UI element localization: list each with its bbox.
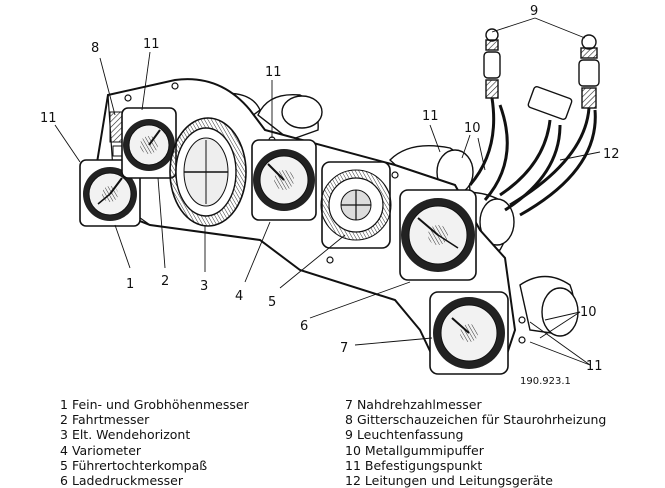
callout-4: 4 [235,289,243,304]
callout-8: 8 [91,41,99,56]
legend-item-8: 8 Gitterschauzeichen für Staurohrheizung [345,412,607,428]
callout-2: 2 [161,274,169,289]
legend-item-11: 11 Befestigungspunkt [345,457,483,473]
cable-bundle [468,97,597,217]
callout-11: 11 [265,65,282,80]
callout-7: 7 [340,341,348,356]
legend-item-12: 12 Leitungen und Leitungsgeräte [345,473,553,488]
callout-11: 11 [40,111,57,126]
callout-10: 10 [464,121,481,136]
legend-left-column: 1 Fein- und Grobhöhenmesser 2 Fahrtmesse… [60,397,249,488]
boost-gauge [399,189,477,281]
figure-id: 190.923.1 [520,376,571,387]
leader-lines [54,17,601,366]
callout-1: 1 [126,277,134,292]
altimeter-gauge [79,159,141,227]
legend-item-7: 7 Nahdrehzahlmesser [345,397,482,412]
legend-item-1: 1 Fein- und Grobhöhenmesser [60,397,249,412]
legend-item-2: 2 Fahrtmesser [60,412,150,428]
callout-5: 5 [268,295,276,310]
callout-12: 12 [603,147,620,162]
legend-item-10: 10 Metallgummipuffer [345,442,484,458]
legend-item-6: 6 Ladedruckmesser [60,473,184,488]
legend-right-column: 7 Nahdrehzahlmesser 8 Gitterschauzeichen… [345,397,606,488]
turn-indicator-gauge [169,117,247,227]
callout-9: 9 [530,4,538,19]
callout-10: 10 [580,305,597,320]
legend-item-5: 5 Führertochterkompaß [60,457,208,473]
legend-item-4: 4 Variometer [60,442,142,458]
legend-item-3: 3 Elt. Wendehorizont [60,427,191,443]
callout-6: 6 [300,319,308,334]
callout-11: 11 [586,359,603,374]
callout-labels: 11 8 11 1 2 3 4 11 5 6 7 11 10 9 12 10 1… [40,4,620,387]
airspeed-gauge [121,107,177,179]
legend-item-9: 9 Leuchtenfassung [345,427,464,443]
variometer-gauge [251,139,317,221]
tachometer-gauge [429,291,509,375]
callout-11: 11 [143,37,160,52]
compass-gauge [320,161,392,249]
callout-11: 11 [422,109,439,124]
callout-3: 3 [200,279,208,294]
